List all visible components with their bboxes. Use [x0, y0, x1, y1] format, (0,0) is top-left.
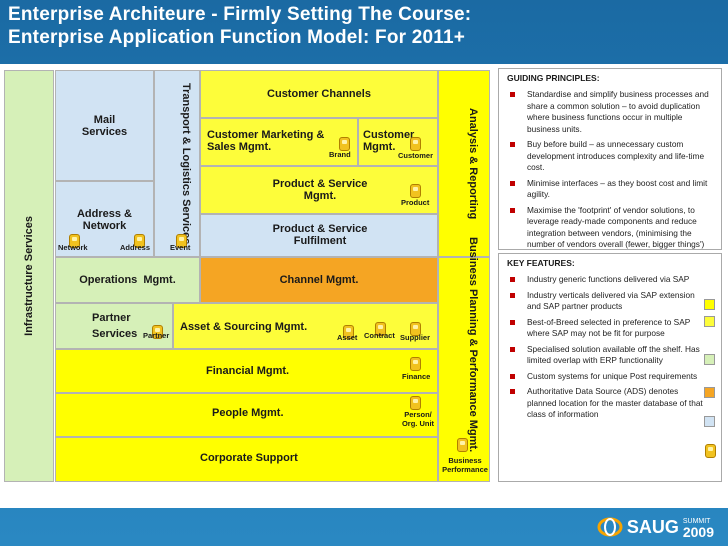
product-service-mgmt-label: Product & Service Mgmt. — [272, 178, 368, 202]
legend-swatch-sap-vertical — [704, 316, 715, 327]
customer-channels-label: Customer Channels — [267, 88, 371, 100]
channel-label: Channel Mgmt. — [279, 274, 359, 286]
legend-ads-icon — [705, 444, 716, 458]
infrastructure-label: Infrastructure Services — [23, 216, 35, 336]
mail-services: Mail Services — [55, 70, 154, 181]
features-heading: KEY FEATURES: — [507, 258, 575, 268]
legend-swatch-best-of-breed — [704, 354, 715, 365]
people-label: People Mgmt. — [212, 407, 284, 419]
transport-logistics-services: Transport & Logistics Services — [154, 70, 200, 257]
feature-item: Authoritative Data Source (ADS) denotes … — [507, 386, 703, 421]
ads-marker-supplier — [410, 322, 421, 336]
saug-swirl-icon — [597, 517, 623, 537]
feature-item: Industry generic functions delivered via… — [507, 274, 703, 286]
business-planning-label: Business Planning & Performance Mgmt. — [467, 236, 479, 453]
ads-marker-brand — [339, 137, 350, 151]
legend-swatch-specialised — [704, 387, 715, 398]
mail-label: Mail Services — [81, 113, 128, 138]
ads-marker-contract — [375, 322, 386, 336]
product-service-mgmt: Product & Service Mgmt. — [200, 166, 438, 214]
corporate-support: Corporate Support — [55, 437, 438, 482]
title-line-1: Enterprise Architeure - Firmly Setting T… — [8, 4, 472, 25]
guiding-principles-panel: GUIDING PRINCIPLES: Standardise and simp… — [498, 68, 722, 250]
saug-summit-group: SUMMIT 2009 — [682, 517, 714, 540]
guiding-heading: GUIDING PRINCIPLES: — [507, 73, 600, 83]
partner-label-2: Services — [92, 328, 138, 340]
ads-marker-event — [176, 234, 187, 248]
tag-supplier: Supplier — [400, 333, 431, 342]
ads-marker-finance — [410, 357, 421, 371]
tag-product: Product — [401, 198, 430, 207]
saug-event: SUMMIT — [682, 518, 711, 525]
tag-partner: Partner — [143, 331, 170, 340]
operations-mgmt: Operations Mgmt. — [55, 257, 200, 303]
tag-finance: Finance — [402, 372, 431, 381]
tag-brand: Brand — [329, 150, 351, 159]
ads-marker-person — [410, 396, 421, 410]
customer-marketing-sales: Customer Marketing & Sales Mgmt. — [200, 118, 358, 166]
corporate-label: Corporate Support — [200, 452, 298, 464]
guiding-item: Minimise interfaces – as they boost cost… — [507, 178, 717, 201]
feature-item: Custom systems for unique Post requireme… — [507, 371, 703, 383]
guiding-item: Buy before build – as unnecessary custom… — [507, 139, 717, 174]
financial-label: Financial Mgmt. — [206, 365, 290, 377]
feature-item: Best-of-Breed selected in preference to … — [507, 317, 703, 340]
customer-mgmt-label: Customer Mgmt. — [363, 129, 415, 153]
partner-label-1: Partner — [92, 312, 131, 324]
tag-person-org-unit: Person/ Org. Unit — [401, 410, 435, 428]
saug-year: 2009 — [682, 524, 714, 540]
ads-marker-business-performance — [457, 438, 468, 452]
tag-address: Address — [120, 243, 151, 252]
tag-business-performance: Business Performance — [442, 456, 488, 474]
analysis-label: Analysis & Reporting — [467, 107, 479, 220]
ads-marker-partner — [152, 325, 163, 339]
guiding-item: Maximise the 'footprint' of vendor solut… — [507, 205, 717, 251]
address-network-label: Address & Network — [76, 208, 133, 232]
channel-mgmt: Channel Mgmt. — [200, 257, 438, 303]
asset-sourcing-mgmt: Asset & Sourcing Mgmt. — [173, 303, 438, 349]
legend-swatch-custom — [704, 416, 715, 427]
tag-event: Event — [170, 243, 191, 252]
product-service-fulfilment: Product & Service Fulfilment — [200, 214, 438, 257]
features-list: Industry generic functions delivered via… — [507, 274, 703, 425]
infrastructure-services: Infrastructure Services — [4, 70, 54, 482]
tag-customer: Customer — [398, 151, 434, 160]
financial-mgmt: Financial Mgmt. — [55, 349, 438, 393]
title-line-2: Enterprise Application Function Model: F… — [8, 27, 466, 48]
slide-title: Enterprise Architeure - Firmly Setting T… — [8, 3, 471, 49]
customer-mgmt: Customer Mgmt. — [358, 118, 438, 166]
tag-contract: Contract — [364, 331, 395, 340]
people-mgmt: People Mgmt. — [55, 393, 438, 437]
saug-summit-logo: SAUG SUMMIT 2009 — [597, 516, 714, 540]
tag-network: Network — [58, 243, 88, 252]
legend-swatch-sap-generic — [704, 299, 715, 310]
guiding-item: Standardise and simplify business proces… — [507, 89, 717, 135]
key-features-panel: KEY FEATURES: Industry generic functions… — [498, 253, 722, 482]
asset-sourcing-label: Asset & Sourcing Mgmt. — [180, 321, 308, 333]
saug-name: SAUG — [626, 516, 679, 537]
analysis-reporting: Analysis & Reporting — [438, 70, 490, 257]
ads-marker-product — [410, 184, 421, 198]
product-fulfilment-label: Product & Service Fulfilment — [272, 223, 368, 247]
ads-marker-network — [69, 234, 80, 248]
guiding-list: Standardise and simplify business proces… — [507, 89, 717, 255]
feature-item: Specialised solution available off the s… — [507, 344, 703, 367]
customer-channels: Customer Channels — [200, 70, 438, 118]
tag-asset: Asset — [337, 333, 358, 342]
transport-label: Transport & Logistics Services — [180, 82, 192, 245]
ads-marker-address — [134, 234, 145, 248]
customer-marketing-label: Customer Marketing & Sales Mgmt. — [207, 129, 325, 153]
ads-marker-customer — [410, 137, 421, 151]
ads-marker-asset — [343, 325, 354, 339]
feature-item: Industry verticals delivered via SAP ext… — [507, 290, 703, 313]
operations-label: Operations Mgmt. — [79, 274, 176, 286]
